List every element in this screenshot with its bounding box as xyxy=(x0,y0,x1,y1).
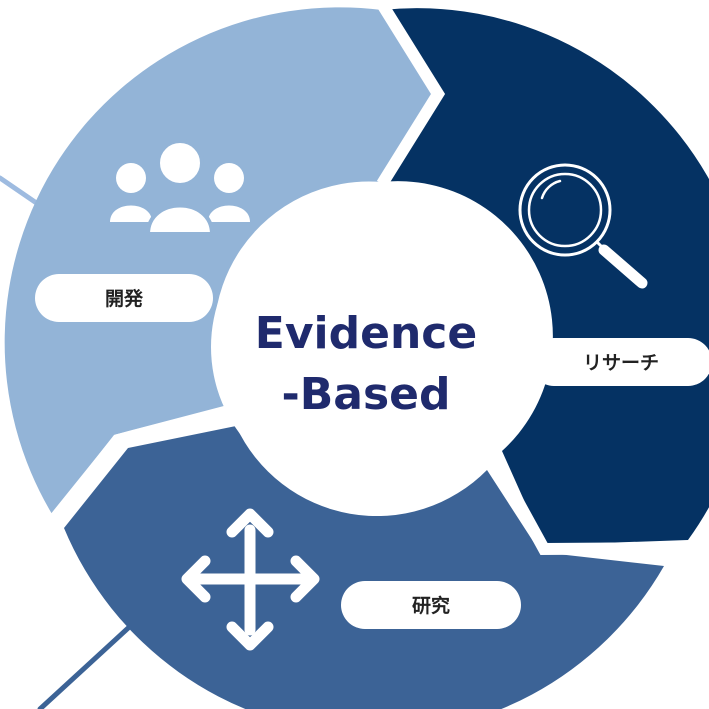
study-label-pill: 研究 xyxy=(341,581,521,629)
separator-left xyxy=(47,404,234,526)
move-arrows-icon xyxy=(181,508,320,651)
center-title-line1: Evidence xyxy=(255,308,477,359)
research-label-pill: リサーチ xyxy=(530,338,709,386)
development-label-pill: 開発 xyxy=(35,274,213,322)
development-segment xyxy=(4,7,439,515)
center-title-line2: -Based xyxy=(281,369,450,420)
separator-top xyxy=(376,0,446,188)
research-segment xyxy=(382,8,709,545)
center-circle xyxy=(211,202,501,492)
separator-bottom-right xyxy=(488,455,701,556)
people-icon xyxy=(110,139,250,236)
study-segment xyxy=(64,426,664,709)
research-label: リサーチ xyxy=(583,352,659,374)
study-label: 研究 xyxy=(412,594,450,617)
development-label: 開発 xyxy=(105,287,144,310)
magnifier-icon xyxy=(518,163,648,289)
